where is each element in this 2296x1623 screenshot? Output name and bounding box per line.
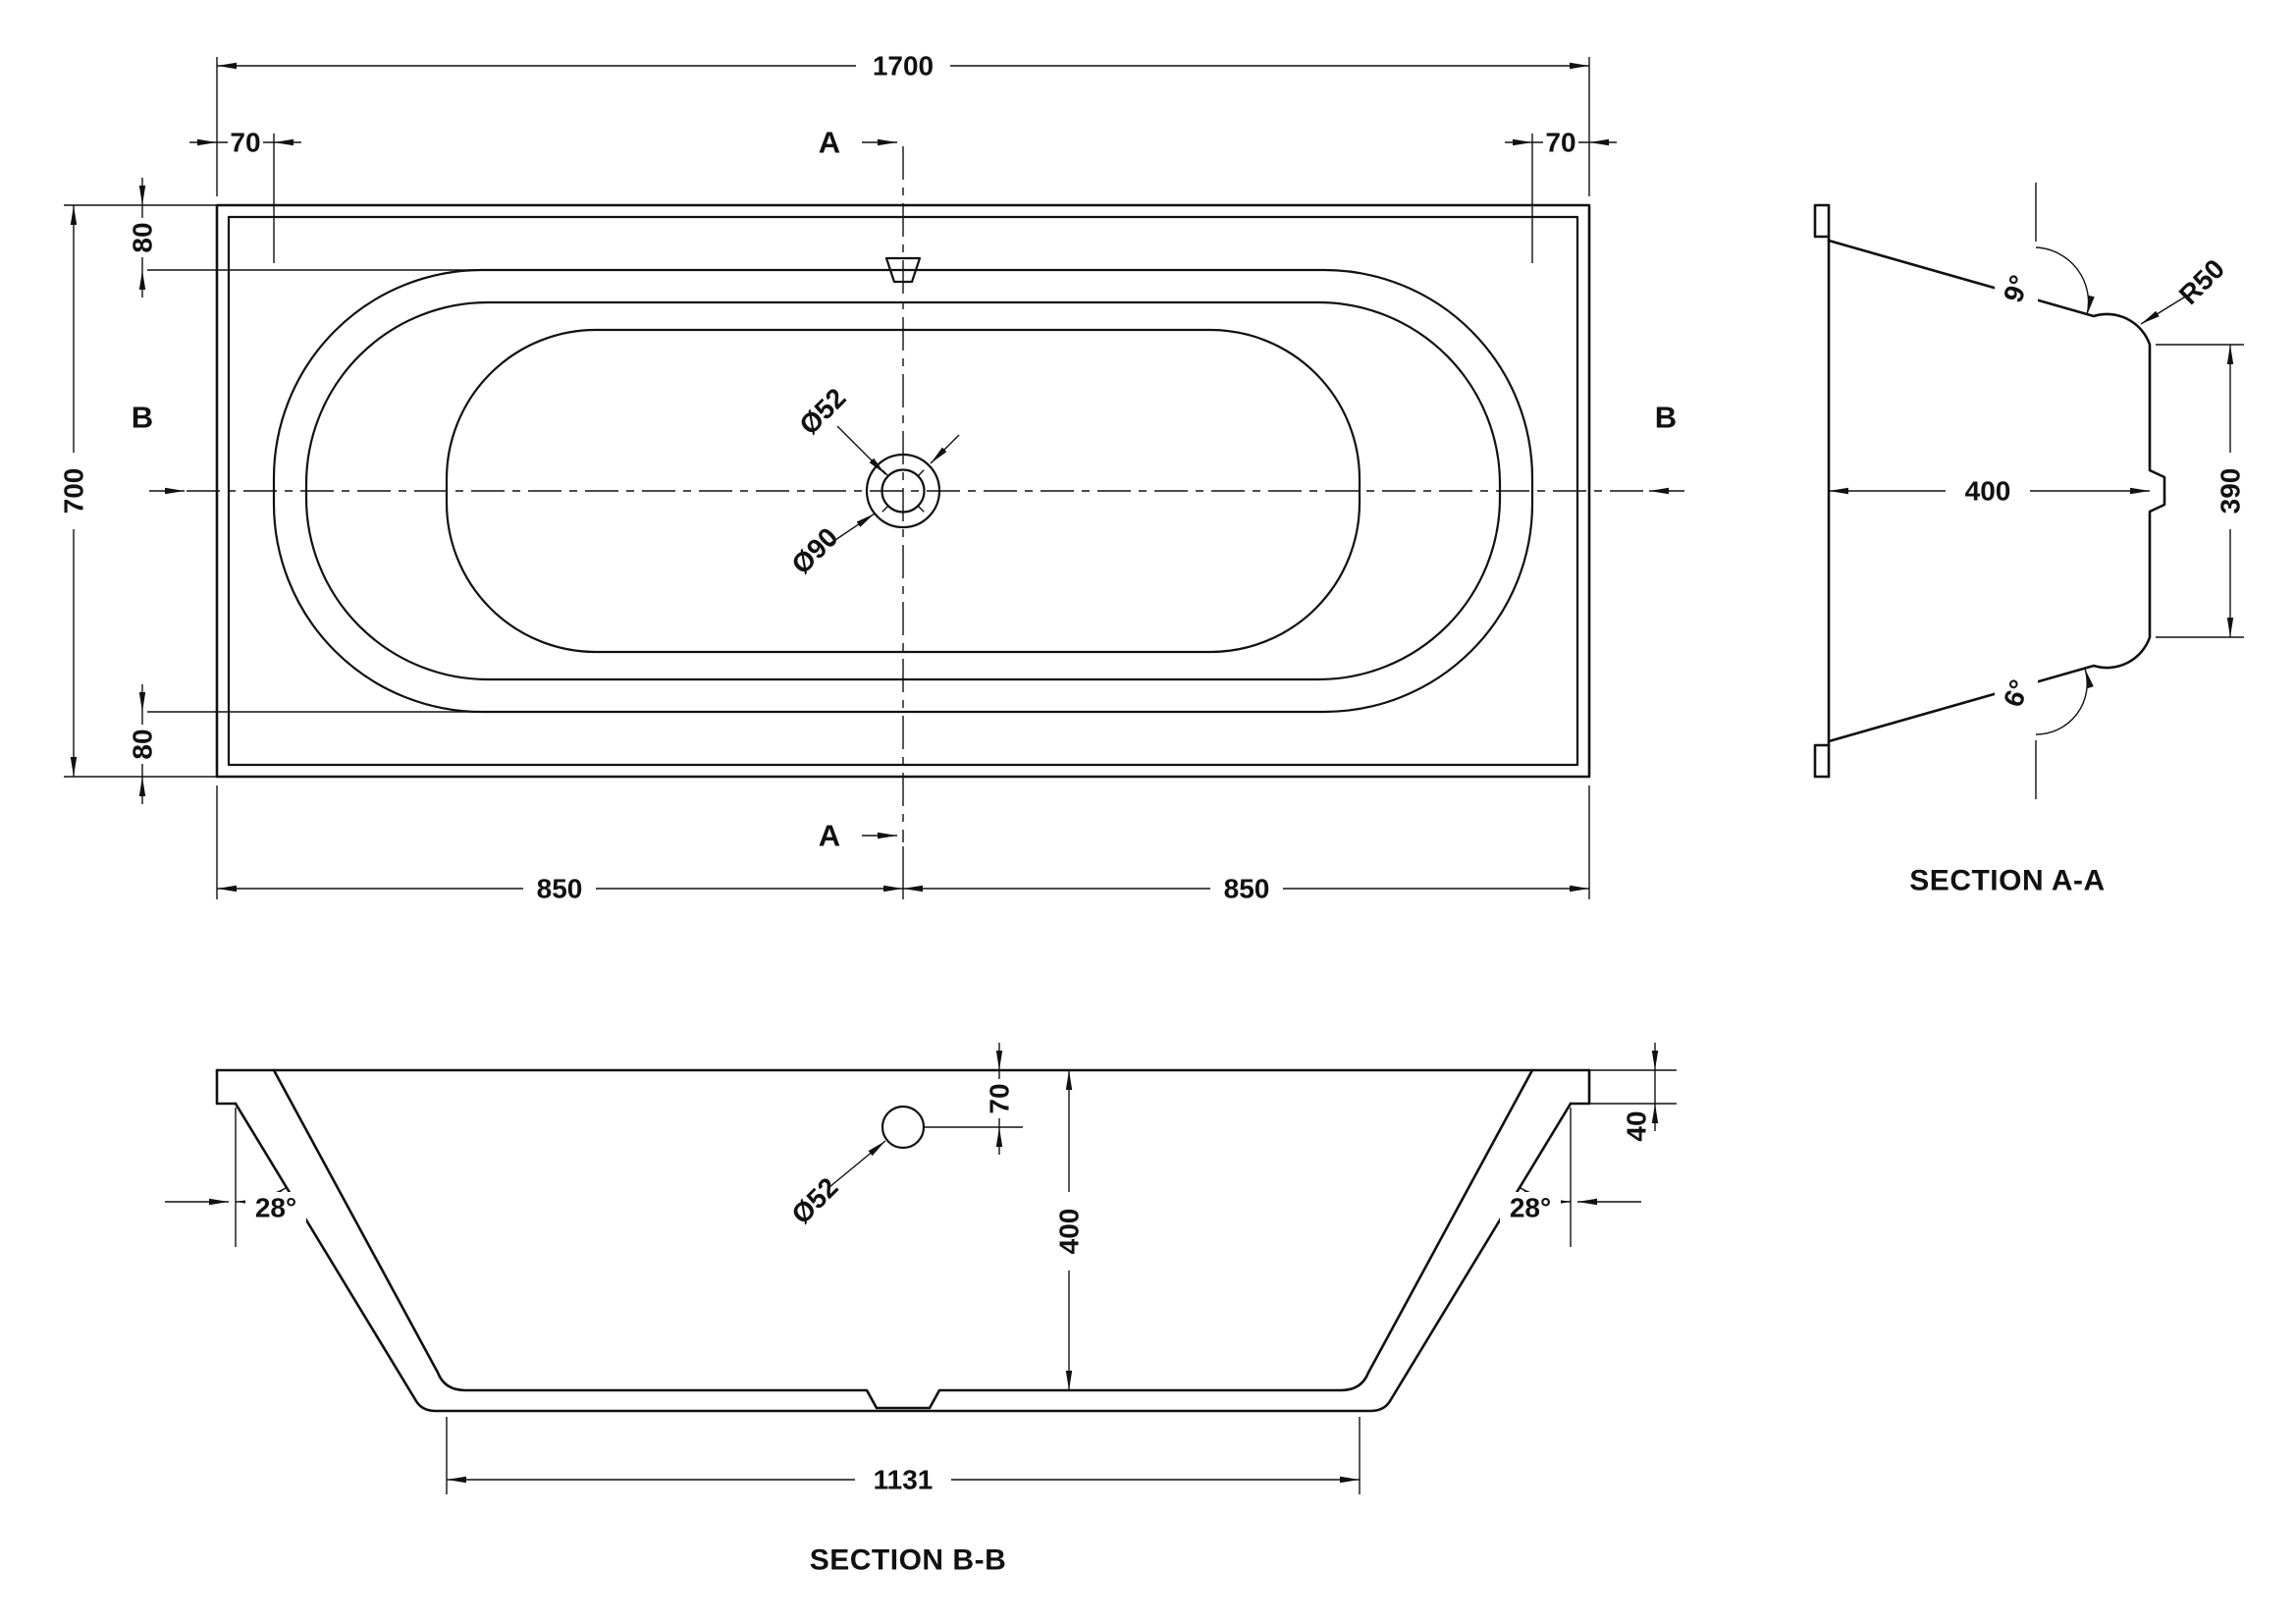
section-aa-title: SECTION A-A <box>1909 865 2105 897</box>
bb-dim-bottom-length-label: 1131 <box>874 1465 934 1495</box>
plan-dim-70-right-label: 70 <box>1545 128 1575 158</box>
plan-dim-850-left-label: 850 <box>537 874 583 904</box>
bb-dim-overflow-label: Ø52 <box>785 1171 843 1229</box>
plan-dim-80-top-label: 80 <box>128 222 158 252</box>
aa-dim-depth-label: 400 <box>1965 476 2011 507</box>
plan-view: 1700 70 70 80 80 700 <box>58 50 1684 904</box>
aa-profile <box>1827 239 2166 743</box>
bb-dim-angle-left-label: 28° <box>255 1193 296 1223</box>
bb-overflow-hole <box>881 1105 926 1150</box>
plan-dim-drain-90-label: Ø90 <box>785 521 843 579</box>
plan-dim-70-left-label: 70 <box>230 128 260 158</box>
plan-dim-length-label: 1700 <box>873 51 934 81</box>
bb-inner-profile <box>272 1068 1534 1410</box>
section-aa-view: 400 390 R50 9° 6° SECTION A-A <box>1813 183 2246 897</box>
aa-top-flange <box>1813 203 1831 239</box>
bb-outer-profile <box>234 1102 1573 1413</box>
bb-dim-40-label: 40 <box>1622 1110 1652 1141</box>
bb-left-lip <box>215 1068 238 1106</box>
section-bb-view: 70 Ø52 400 40 28° 28° 1131 SEC <box>165 1043 1677 1577</box>
section-mark-a-top: A <box>819 126 840 160</box>
bb-dim-depth-label: 400 <box>1054 1209 1085 1255</box>
aa-dim-bottom-label: 390 <box>2216 468 2246 514</box>
bb-dim-angle-right-label: 28° <box>1510 1193 1551 1223</box>
aa-bottom-flange <box>1813 743 1831 779</box>
section-mark-b-left: B <box>132 401 153 435</box>
plan-dim-80-bottom-label: 80 <box>128 729 158 759</box>
plan-overflow <box>884 256 922 284</box>
plan-dim-850-right-label: 850 <box>1224 874 1270 904</box>
aa-dim-r50-label: R50 <box>2173 253 2230 310</box>
section-bb-title: SECTION B-B <box>810 1544 1007 1577</box>
bb-dim-70-label: 70 <box>985 1083 1015 1113</box>
section-mark-a-bottom: A <box>819 819 840 853</box>
plan-dim-width-label: 700 <box>59 468 89 514</box>
section-mark-b-right: B <box>1655 401 1677 435</box>
bb-right-lip <box>1569 1068 1591 1106</box>
